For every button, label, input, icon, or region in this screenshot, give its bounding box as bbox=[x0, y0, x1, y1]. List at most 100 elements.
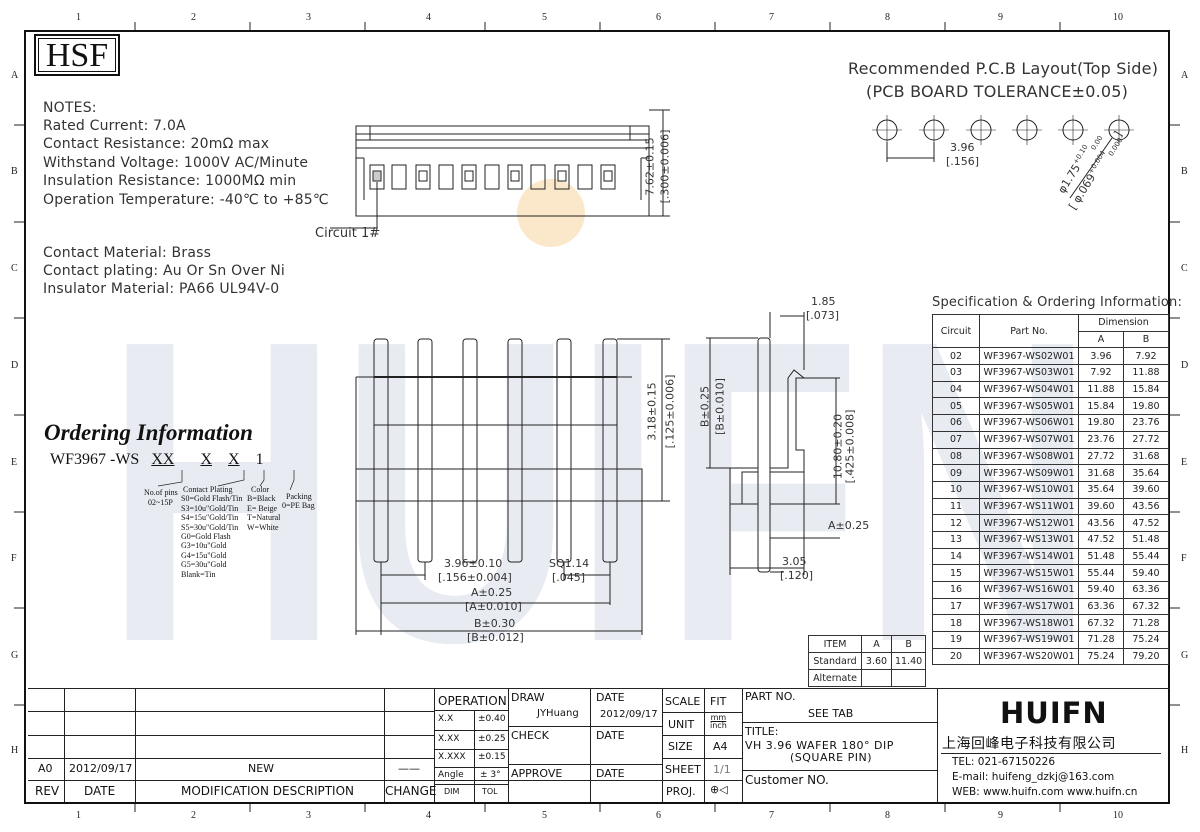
sheet-value: 1/1 bbox=[713, 763, 731, 776]
side-view-drawing bbox=[706, 312, 840, 575]
spec-cell: 11 bbox=[932, 497, 980, 516]
side-h-dim-inch: [.425±0.008] bbox=[843, 409, 857, 484]
spec-cell: 43.56 bbox=[1123, 497, 1169, 516]
spec-title: Specification & Ordering Information: bbox=[932, 295, 1183, 310]
tol-xxxx-val: ±0.15 bbox=[478, 752, 506, 762]
title-label: TITLE: bbox=[745, 725, 779, 738]
side-t1-dim-inch: [.073] bbox=[806, 309, 840, 322]
spec-cell: 7.92 bbox=[1123, 347, 1169, 366]
check-date-label: DATE bbox=[596, 729, 625, 742]
pcb-subtitle: (PCB BOARD TOLERANCE±0.05) bbox=[866, 82, 1129, 101]
customer-no-label: Customer NO. bbox=[745, 773, 829, 787]
approve-date-label: DATE bbox=[596, 767, 625, 780]
front-view-drawing bbox=[355, 338, 670, 635]
spec-cell: 12 bbox=[932, 514, 980, 532]
watermark-text: HUIFN bbox=[105, 252, 1095, 732]
spec-cell: 39.60 bbox=[1123, 480, 1169, 499]
spec-cell: 09 bbox=[932, 464, 980, 482]
spec-cell: 51.48 bbox=[1078, 547, 1124, 566]
size-value: A4 bbox=[713, 740, 728, 753]
desc-header: MODIFICATION DESCRIPTION bbox=[181, 784, 355, 798]
tol-xxxx: X.XXX bbox=[438, 752, 466, 762]
ordering-leaders bbox=[157, 470, 295, 491]
pcb-layout-drawing bbox=[872, 115, 1134, 199]
front-sq-dim-inch: [.045] bbox=[552, 571, 586, 584]
side-w-dim: 3.05 bbox=[782, 555, 807, 568]
top-height-dim-inch: [.300±0.006] bbox=[658, 129, 672, 204]
spec-cell: 11.88 bbox=[1078, 380, 1124, 399]
spec-cell: WF3967-WS13W01 bbox=[979, 530, 1079, 549]
spec-cell: 27.72 bbox=[1123, 430, 1169, 449]
spec-cell: 05 bbox=[932, 397, 980, 416]
spec-cell: 39.60 bbox=[1078, 497, 1124, 516]
spec-cell: 19.80 bbox=[1123, 397, 1169, 416]
spec-cell: 20 bbox=[932, 647, 980, 666]
drawing-frame bbox=[24, 30, 1170, 804]
spec-cell: 27.72 bbox=[1078, 447, 1124, 466]
spec-cell: 47.52 bbox=[1078, 530, 1124, 549]
spec-cell: 55.44 bbox=[1123, 547, 1169, 566]
company-name-cn: 上海回峰电子科技有限公司 bbox=[942, 736, 1116, 752]
spec-cell: 35.64 bbox=[1078, 480, 1124, 499]
spec-cell: 19.80 bbox=[1078, 414, 1124, 432]
tol-tol: TOL bbox=[482, 787, 498, 796]
spec-cell: 43.56 bbox=[1078, 514, 1124, 532]
spec-cell: WF3967-WS11W01 bbox=[979, 497, 1079, 516]
company-logo: HUIFN bbox=[1000, 696, 1108, 730]
spec-cell: WF3967-WS07W01 bbox=[979, 430, 1079, 449]
spec-cell: 59.40 bbox=[1123, 564, 1169, 582]
spec-cell: 15.84 bbox=[1123, 380, 1169, 399]
side-t1-dim: 1.85 bbox=[811, 295, 836, 308]
scale-label: SCALE bbox=[665, 695, 701, 708]
spec-cell: 47.52 bbox=[1123, 514, 1169, 532]
proj-value: ⊕◁ bbox=[710, 783, 728, 796]
side-b-dim-inch: [B±0.010] bbox=[713, 378, 727, 435]
spec-cell: 17 bbox=[932, 597, 980, 616]
spec-cell: 02 bbox=[932, 347, 980, 366]
check-label: CHECK bbox=[511, 729, 549, 742]
rev-row-desc: NEW bbox=[248, 762, 275, 775]
tol-xxx: X.XX bbox=[438, 734, 460, 744]
spec-cell: 23.76 bbox=[1078, 430, 1124, 449]
change-header: CHANGE bbox=[385, 784, 437, 798]
spec-cell: 63.36 bbox=[1123, 581, 1169, 599]
proj-label: PROJ. bbox=[666, 785, 696, 798]
title-value-1: VH 3.96 WAFER 180° DIP bbox=[745, 739, 894, 752]
front-pin-up-dim: 3.18±0.15 bbox=[645, 382, 659, 441]
tol-angle: Angle bbox=[438, 770, 464, 780]
date-header: DATE bbox=[84, 784, 116, 798]
operation-label: OPERATION bbox=[438, 694, 507, 708]
spec-cell: WF3967-WS12W01 bbox=[979, 514, 1079, 532]
spec-cell: WF3967-WS17W01 bbox=[979, 597, 1079, 616]
tol-xxx-val: ±0.25 bbox=[478, 734, 506, 744]
tol-dim: DIM bbox=[444, 787, 460, 796]
ordering-title: Ordering Information bbox=[44, 420, 253, 445]
spec-cell: WF3967-WS20W01 bbox=[979, 647, 1079, 666]
approve-label: APPROVE bbox=[511, 767, 563, 780]
part-no-value: SEE TAB bbox=[808, 707, 854, 720]
spec-cell: 19 bbox=[932, 631, 980, 649]
spec-cell: WF3967-WS08W01 bbox=[979, 447, 1079, 466]
drawer-name: JYHuang bbox=[537, 708, 579, 719]
front-pitch-dim: 3.96±0.10 bbox=[444, 557, 503, 570]
spec-cell: 79.20 bbox=[1123, 647, 1169, 666]
spec-cell: WF3967-WS15W01 bbox=[979, 564, 1079, 582]
spec-cell: WF3967-WS14W01 bbox=[979, 547, 1079, 566]
tol-xx-val: ±0.40 bbox=[478, 714, 506, 724]
spec-cell: 07 bbox=[932, 430, 980, 449]
ordering-code: WF3967 -WS XX X X 1 bbox=[50, 451, 264, 468]
pcb-pitch-inch: [.156] bbox=[946, 155, 980, 168]
